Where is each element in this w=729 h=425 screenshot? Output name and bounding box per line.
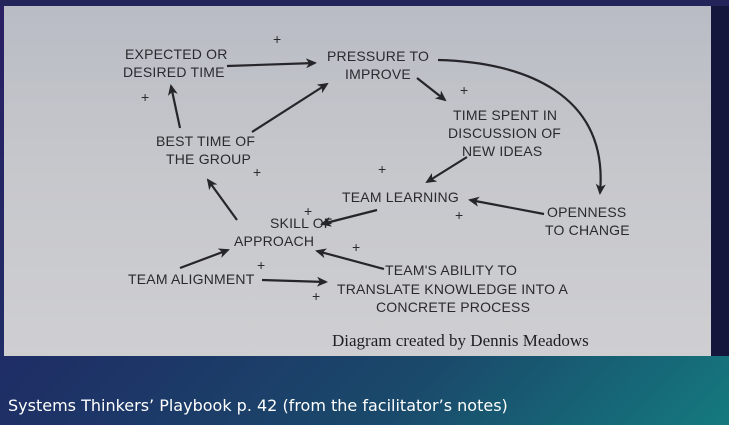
- diagram-credit: Diagram created by Dennis Meadows: [332, 331, 589, 350]
- bleed-through-text: [4, 6, 5, 7]
- polarity-plus-sign: +: [273, 31, 281, 47]
- link-openness-to-learning: [468, 196, 545, 216]
- node-label-line: NEW IDEAS: [462, 143, 542, 159]
- node-label-line: OPENNESS: [547, 204, 626, 220]
- link-skill-to-best-time: [206, 178, 238, 221]
- link-expected-to-pressure: [226, 58, 317, 69]
- link-learning-to-skill: [320, 208, 378, 227]
- node-expected-time: EXPECTED OR DESIRED TIME: [123, 46, 228, 80]
- node-pressure-to-improve: PRESSURE TO IMPROVE: [327, 48, 429, 82]
- causal-loop-diagram: EXPECTED OR DESIRED TIME PRESSURE TO IMP…: [4, 6, 630, 350]
- node-label-line: PRESSURE TO: [327, 48, 429, 64]
- link-alignment-to-ability: [261, 276, 328, 287]
- node-label-line: TO CHANGE: [545, 222, 630, 238]
- diagram-photo: EXPECTED OR DESIRED TIME PRESSURE TO IMP…: [4, 6, 711, 356]
- node-label-line: BEST TIME OF: [156, 133, 255, 149]
- node-time-spent-discussion: TIME SPENT IN DISCUSSION OF NEW IDEAS: [448, 107, 561, 159]
- polarity-plus-sign: +: [304, 203, 312, 219]
- node-label-line: TIME SPENT IN: [453, 107, 557, 123]
- polarity-plus-sign: +: [378, 161, 386, 177]
- polarity-signs: + + + + + + + + + +: [141, 31, 468, 304]
- slide-top-bar: [0, 0, 729, 6]
- node-team-learning: TEAM LEARNING: [342, 189, 459, 205]
- node-label-line: DISCUSSION OF: [448, 125, 561, 141]
- link-pressure-to-openness: [437, 58, 606, 195]
- node-label-line: CONCRETE PROCESS: [376, 299, 530, 315]
- slide-caption: Systems Thinkers’ Playbook p. 42 (from t…: [8, 396, 508, 415]
- node-best-time-of-group: BEST TIME OF THE GROUP: [156, 133, 255, 167]
- polarity-plus-sign: +: [141, 89, 149, 105]
- slide-right-margin: [711, 6, 729, 356]
- node-label-line: TEAM LEARNING: [342, 189, 459, 205]
- node-label-line: EXPECTED OR: [125, 46, 228, 62]
- link-best-time-to-pressure: [251, 82, 329, 133]
- node-label-line: IMPROVE: [345, 66, 411, 82]
- node-skill-of-approach: SKILL OF APPROACH: [234, 215, 333, 249]
- link-alignment-to-skill: [179, 248, 230, 270]
- node-team-ability: TEAM'S ABILITY TO TRANSLATE KNOWLEDGE IN…: [337, 262, 569, 315]
- polarity-plus-sign: +: [253, 164, 261, 180]
- link-best-time-to-expected: [167, 84, 182, 129]
- node-label-line: SKILL OF: [270, 215, 333, 231]
- node-label-line: APPROACH: [234, 233, 314, 249]
- node-label-line: TEAM'S ABILITY TO: [385, 262, 517, 278]
- node-label-line: DESIRED TIME: [123, 64, 225, 80]
- polarity-plus-sign: +: [312, 288, 320, 304]
- link-pressure-to-time-spent: [416, 77, 447, 102]
- polarity-plus-sign: +: [460, 82, 468, 98]
- node-label-line: TEAM ALIGNMENT: [128, 271, 255, 287]
- node-label-line: THE GROUP: [166, 151, 251, 167]
- polarity-plus-sign: +: [352, 239, 360, 255]
- causal-links: [167, 58, 606, 287]
- polarity-plus-sign: +: [257, 257, 265, 273]
- polarity-plus-sign: +: [455, 207, 463, 223]
- node-team-alignment: TEAM ALIGNMENT: [128, 271, 255, 287]
- link-ability-to-skill: [315, 248, 385, 271]
- link-time-spent-to-learning: [425, 156, 468, 184]
- node-openness-to-change: OPENNESS TO CHANGE: [545, 204, 630, 238]
- node-label-line: TRANSLATE KNOWLEDGE INTO A: [337, 281, 569, 297]
